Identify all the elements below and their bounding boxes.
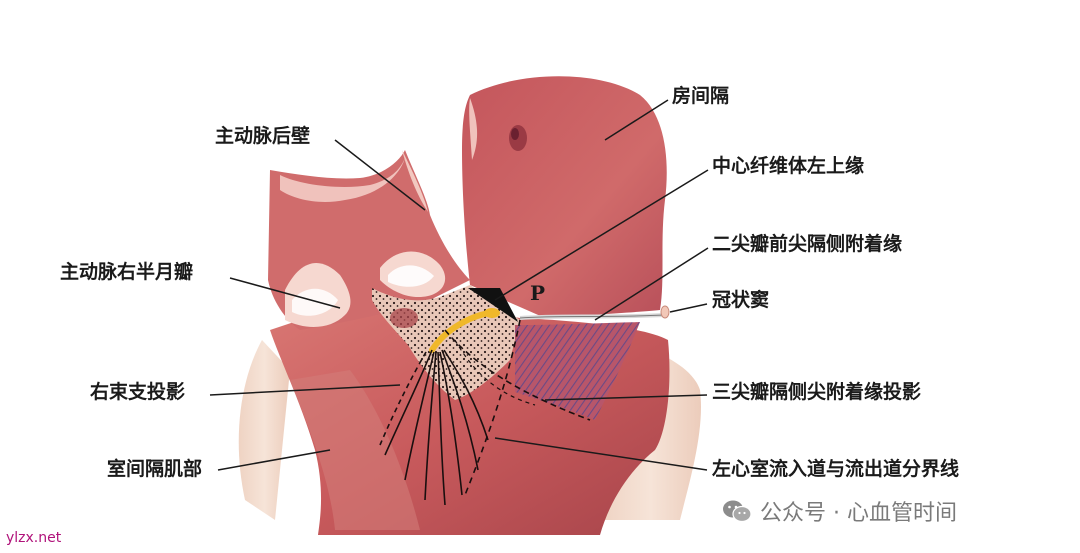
label-right-bundle-branch: 右束支投影 xyxy=(90,381,186,403)
coronary-sinus-mark xyxy=(660,305,670,319)
label-central-fibrous-body: 中心纤维体左上缘 xyxy=(712,155,865,177)
label-aortic-right-cusp: 主动脉右半月瓣 xyxy=(60,261,194,283)
watermark-text: 公众号 · 心血管时间 xyxy=(760,501,957,526)
boundary-dashed xyxy=(464,319,521,496)
central-fibrous-body xyxy=(468,288,518,322)
label-aortic-posterior-wall: 主动脉后壁 xyxy=(215,125,311,147)
right-bundle-dashed xyxy=(379,351,427,446)
point-p-label: P xyxy=(530,281,545,305)
label-coronary-sinus: 冠状窦 xyxy=(712,289,770,311)
tricuspid-projection-area xyxy=(515,322,640,420)
left-fat-tissue xyxy=(238,340,290,520)
tricuspid-projection-dashed xyxy=(444,329,591,421)
label-atrial-septum: 房间隔 xyxy=(672,85,730,107)
left-bundle-fibers xyxy=(384,349,489,506)
watermark: 公众号 · 心血管时间 xyxy=(722,494,957,528)
site-corner-text: ylzx.net xyxy=(6,530,62,546)
label-muscular-septum: 室间隔肌部 xyxy=(107,458,203,480)
atrial-septum xyxy=(462,76,667,318)
label-tricuspid-projection: 三尖瓣隔侧尖附着缘投影 xyxy=(712,381,922,403)
atrial-septum-pit xyxy=(509,125,527,151)
wechat-icon xyxy=(722,498,752,524)
label-lv-boundary: 左心室流入道与流出道分界线 xyxy=(712,458,960,480)
label-mitral-attachment: 二尖瓣前尖隔侧附着缘 xyxy=(712,233,903,255)
leader-lines xyxy=(209,99,709,471)
